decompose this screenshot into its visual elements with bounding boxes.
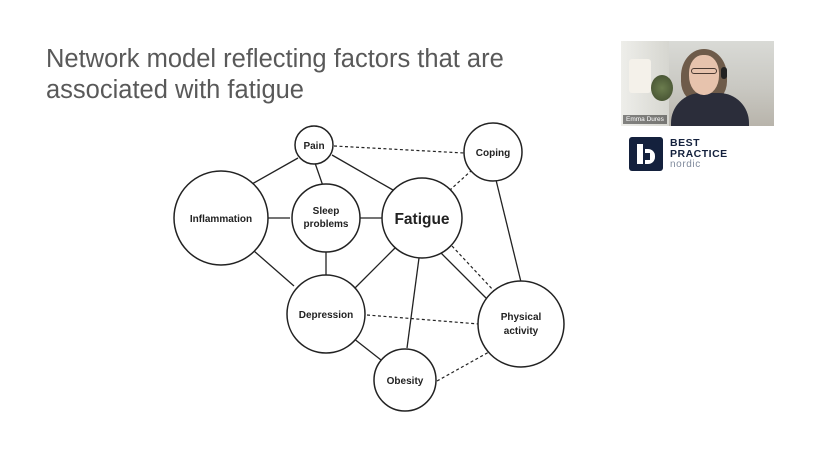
- slide-title-line-1: Network model reflecting factors that ar…: [46, 45, 504, 73]
- edge-depression-obesity: [352, 337, 382, 361]
- edge-inflammation-depression: [253, 250, 295, 287]
- node-pain: [294, 125, 334, 165]
- edge-obesity-physical: [436, 351, 490, 382]
- edge-pain-coping: [333, 145, 465, 154]
- edge-coping-fatigue: [449, 169, 473, 191]
- video-background-plant: [651, 75, 673, 101]
- logo-text-line-2: PRACTICE: [670, 148, 728, 160]
- edge-fatigue-obesity: [406, 257, 420, 349]
- dashed-edges: [333, 145, 495, 382]
- node-label-inflammation: Inflammation: [190, 214, 252, 225]
- participant-face: [689, 55, 719, 95]
- best-practice-nordic-logo: BEST PRACTICE nordic: [629, 137, 759, 173]
- logo-text-line-1: BEST: [670, 137, 701, 149]
- edge-fatigue-physical: [439, 251, 489, 301]
- node-coping: [463, 122, 523, 182]
- node-label-fatigue: Fatigue: [394, 211, 449, 228]
- edge-fatigue-depression: [354, 247, 396, 289]
- node-label-physical-line-2: activity: [504, 326, 539, 337]
- solid-edges: [251, 154, 522, 361]
- node-label-pain: Pain: [303, 141, 324, 152]
- participant-video-tile[interactable]: Emma Dures: [621, 41, 774, 126]
- participant-name-label: Emma Dures: [623, 115, 667, 124]
- edge-coping-physical: [495, 179, 522, 283]
- slide-title-line-2: associated with fatigue: [46, 76, 304, 104]
- node-inflammation: [173, 170, 269, 266]
- participant-glasses: [691, 68, 717, 74]
- nodes: [173, 122, 565, 412]
- node-label-physical-line-1: Physical: [501, 312, 542, 323]
- node-fatigue: [381, 177, 463, 259]
- node-label-sleep-line-2: problems: [303, 219, 348, 230]
- node-physical-activity: [477, 280, 565, 368]
- edge-pain-inflammation: [251, 157, 299, 185]
- slide-title: Network model reflecting factors that ar…: [46, 44, 606, 106]
- logo-mark-icon: [629, 137, 663, 171]
- headset-icon: [721, 67, 727, 79]
- video-background-lamp: [629, 59, 651, 93]
- node-label-obesity: Obesity: [387, 376, 424, 387]
- edge-pain-fatigue: [331, 154, 394, 191]
- node-obesity: [373, 348, 437, 412]
- logo-text-line-3: nordic: [670, 159, 701, 170]
- edge-depression-physical: [366, 314, 480, 325]
- node-depression: [286, 274, 366, 354]
- node-sleep-problems: [291, 183, 361, 253]
- edge-fatigue-physical-dashed: [451, 245, 495, 292]
- participant-body: [671, 93, 749, 126]
- node-label-coping: Coping: [476, 148, 510, 159]
- node-label-depression: Depression: [299, 310, 353, 321]
- edge-pain-sleep: [314, 162, 324, 187]
- node-label-sleep-line-1: Sleep: [313, 206, 340, 217]
